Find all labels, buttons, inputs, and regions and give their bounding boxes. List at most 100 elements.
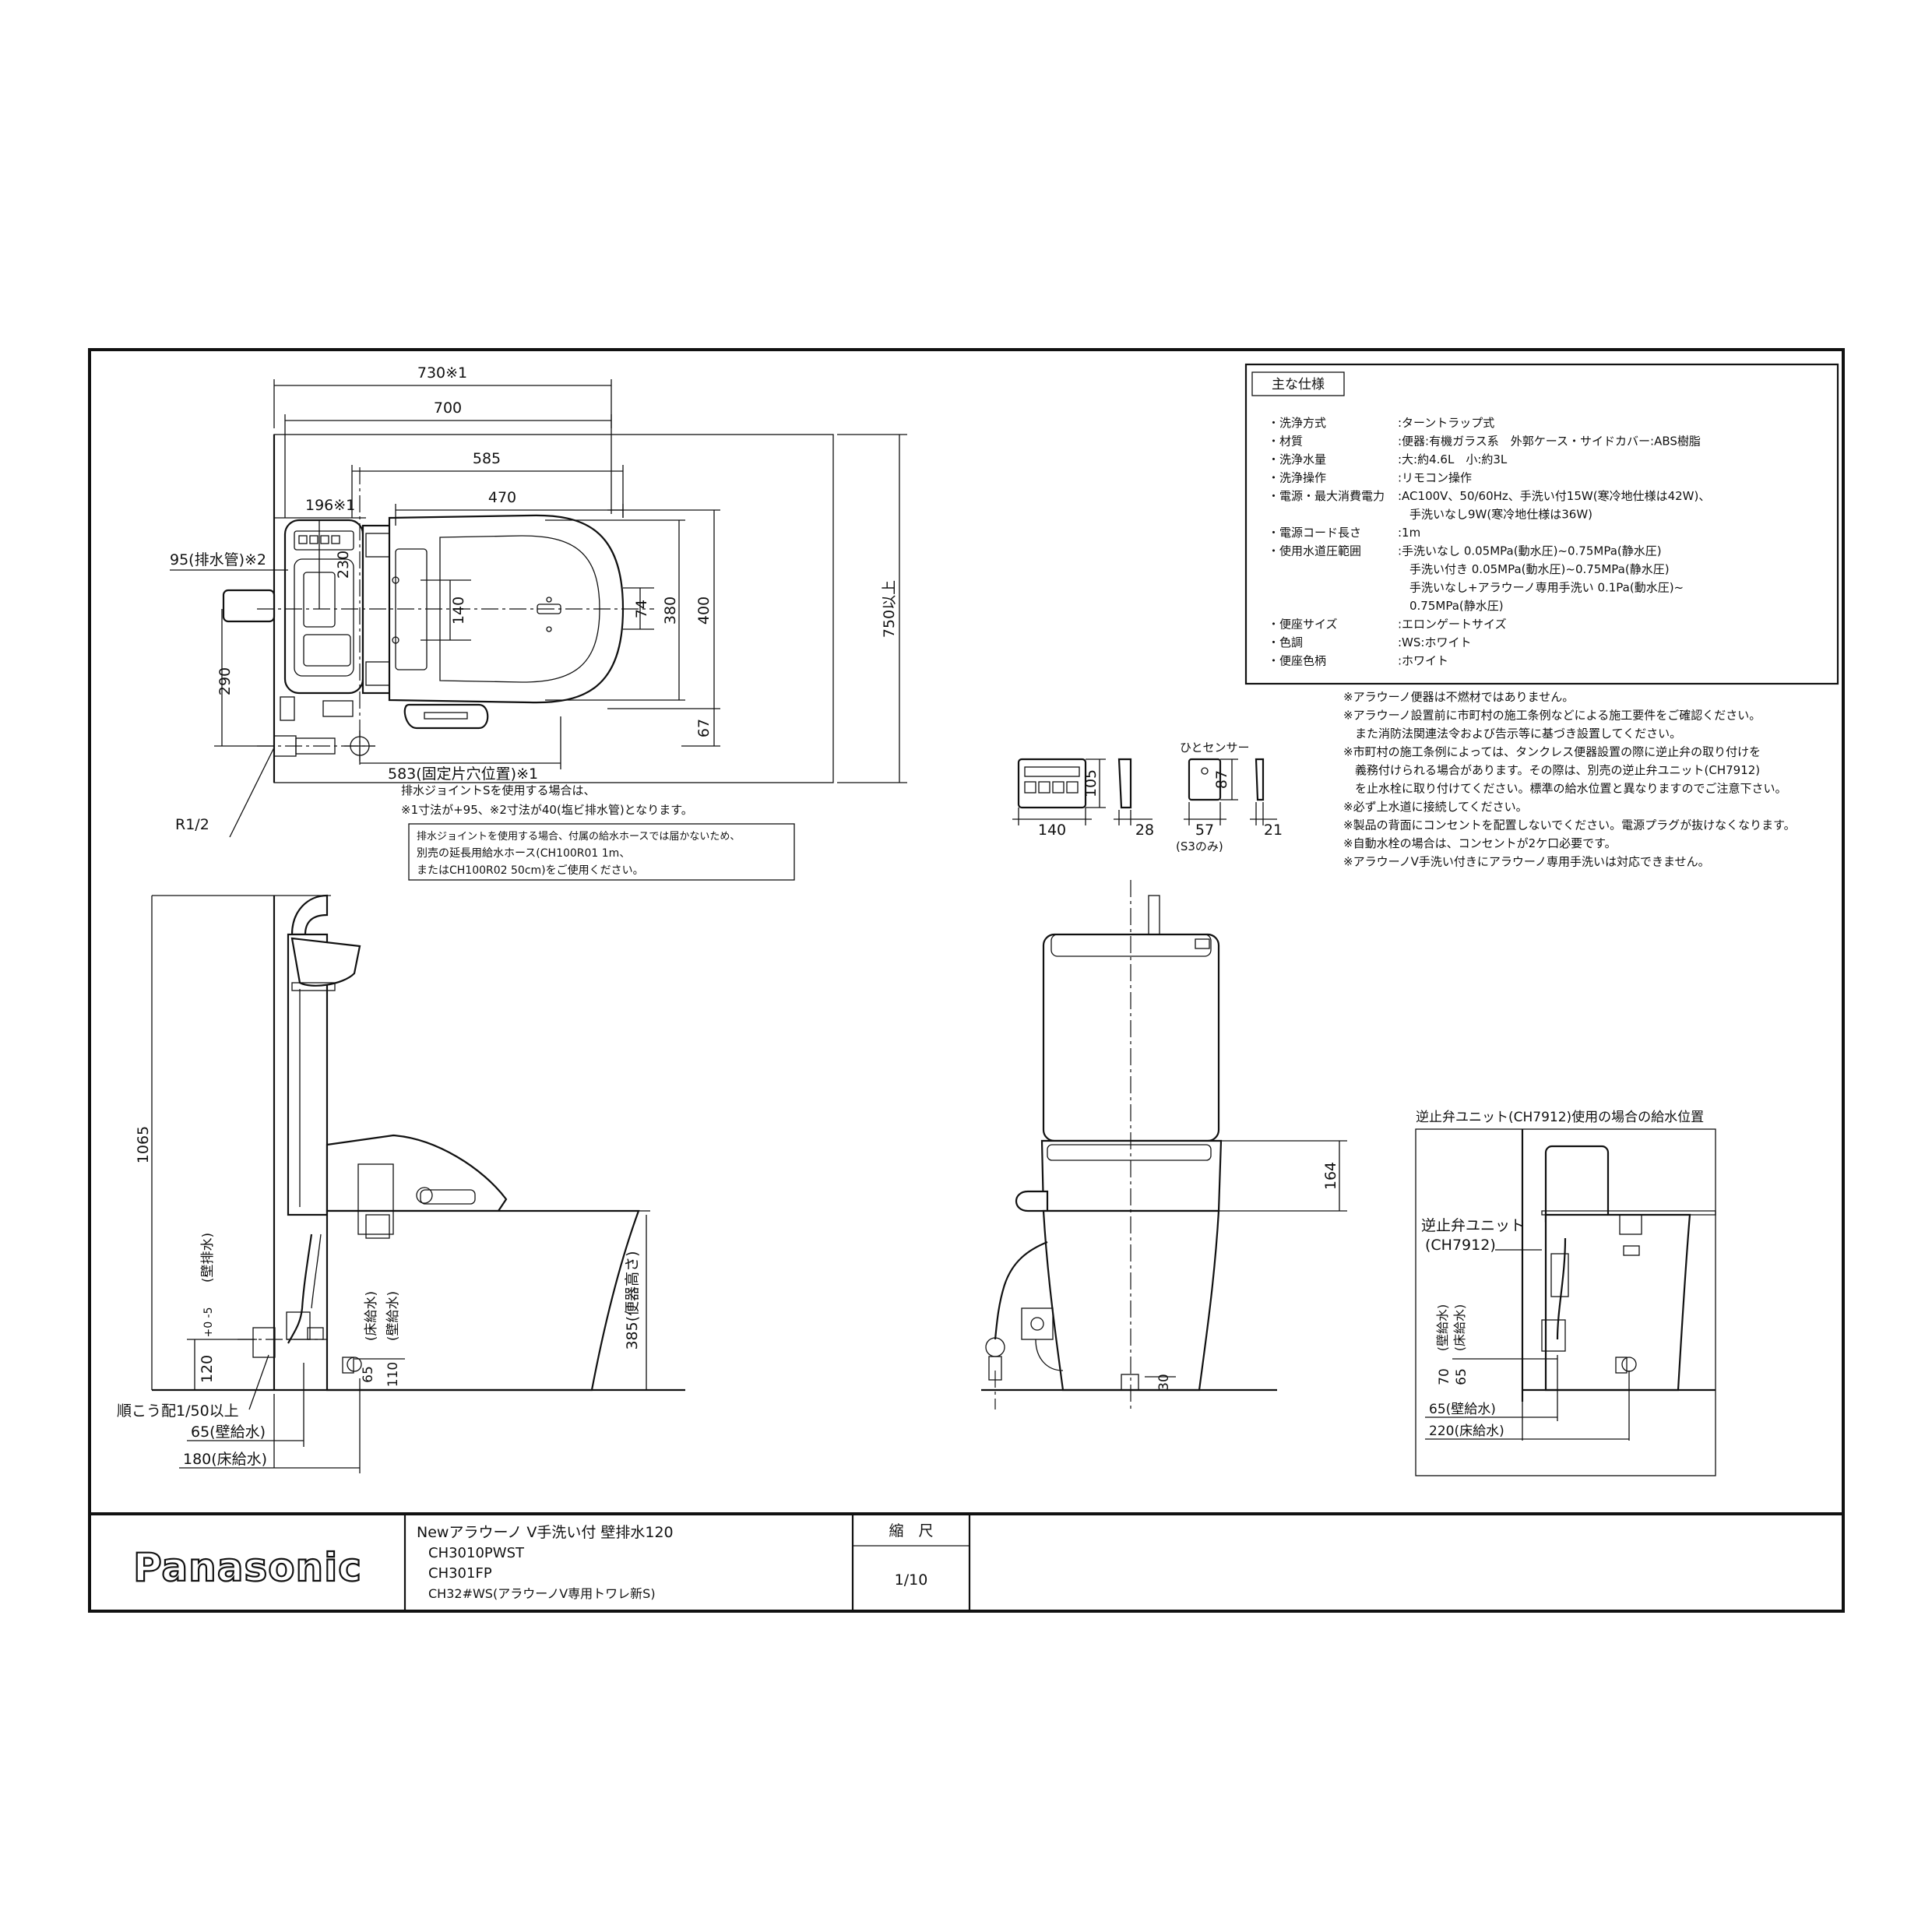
- side-floor-supply-label: (床給水): [364, 1291, 379, 1341]
- title-line-3: CH301FP: [428, 1565, 492, 1582]
- title-line-2: CH3010PWST: [428, 1545, 525, 1561]
- cv-check-valve-unit: [1550, 1253, 1569, 1297]
- dim-30: 30: [1156, 1374, 1172, 1391]
- remote-side: [1117, 758, 1132, 809]
- remote-detail: 105 140 28: [1012, 758, 1154, 839]
- remote-front: [1017, 758, 1087, 809]
- side-supply-hose: [287, 1233, 313, 1344]
- dim-385: 385(便器高さ): [624, 1251, 641, 1350]
- remark-line: ※必ず上水道に接続してください。: [1343, 800, 1528, 814]
- remarks: ※アラウーノ便器は不燃材ではありません。※アラウーノ設置前に市町村の施工条例など…: [1343, 690, 1796, 869]
- cv-unit-code: (CH7912): [1425, 1237, 1496, 1254]
- spec-row-label: ・洗浄操作: [1268, 471, 1326, 485]
- remark-line: ※アラウーノV手洗い付きにアラウーノ専用手洗いは対応できません。: [1343, 855, 1710, 869]
- spec-row-value: :1m: [1398, 526, 1420, 540]
- spec-rows: ・洗浄方式:ターントラップ式・材質:便器:有機ガラス系 外郭ケース・サイドカバー…: [1268, 416, 1710, 668]
- spec-row-value: :大:約4.6L 小:約3L: [1398, 452, 1508, 466]
- dim-remote-140: 140: [1038, 822, 1066, 839]
- dim-74: 74: [633, 600, 650, 618]
- title-line-1: Newアラウーノ V手洗い付 壁排水120: [417, 1524, 674, 1541]
- plan-box-note-2: 別売の延長用給水ホース(CH100R01 1m、: [417, 847, 630, 860]
- spec-row-value: 0.75MPa(静水圧): [1398, 599, 1504, 613]
- dim-730: 730※1: [417, 364, 467, 382]
- cv-floor-supply-label: (床給水): [1452, 1304, 1467, 1352]
- spec-row-label: ・材質: [1268, 435, 1303, 449]
- check-valve-detail: 逆止弁ユニット(CH7912)使用の場合の給水位置 逆止弁ユニット (CH791…: [1415, 1109, 1716, 1476]
- dim-585: 585: [473, 450, 501, 467]
- front-seat: [1040, 1139, 1223, 1212]
- plan-box-note-3: またはCH100R02 50cm)をご使用ください。: [417, 864, 644, 877]
- spec-title: 主な仕様: [1272, 377, 1325, 392]
- dim-290: 290: [216, 667, 234, 695]
- side-bowl: [326, 1209, 640, 1392]
- plan-box-note-1: 排水ジョイントを使用する場合、付属の給水ホースでは届かないため、: [417, 830, 740, 843]
- dim-1065: 1065: [135, 1126, 152, 1163]
- plan-drain-pipe: [222, 589, 276, 623]
- spec-row-label: ・便座サイズ: [1268, 618, 1338, 632]
- remark-line: 義務付けられる場合があります。その際は、別売の逆止弁ユニット(CH7912): [1343, 763, 1760, 777]
- cv-hose: [1556, 1237, 1567, 1340]
- remark-line: ※自動水栓の場合は、コンセントが2ケ口必要です。: [1343, 836, 1617, 850]
- spec-table: 主な仕様 ・洗浄方式:ターントラップ式・材質:便器:有機ガラス系 外郭ケース・サ…: [1244, 363, 1839, 685]
- dim-67: 67: [695, 719, 713, 737]
- side-seat-lid: [326, 1134, 508, 1212]
- panasonic-logo: Panasonic: [133, 1545, 362, 1590]
- spec-row-label: ・便座色柄: [1268, 654, 1326, 668]
- spec-row-value: :エロンゲートサイズ: [1398, 618, 1507, 632]
- dim-remote-28: 28: [1135, 822, 1154, 839]
- spec-row-label: ・色調: [1268, 635, 1303, 649]
- remark-line: また消防法関連法令および告示等に基づき設置してください。: [1343, 727, 1681, 741]
- spec-row-value: :ターントラップ式: [1398, 416, 1494, 430]
- side-hand-basin: [290, 937, 361, 987]
- dim-400: 400: [695, 596, 713, 625]
- sheet-frame: [88, 348, 1845, 1613]
- dim-tol-5: +0 -5: [202, 1307, 215, 1337]
- remark-line: を止水栓に取り付けてください。標準の給水位置と異なりますのでご注意下さい。: [1343, 782, 1787, 796]
- spec-row-value: 手洗い付き 0.05MPa(動水圧)~0.75MPa(静水圧): [1398, 562, 1670, 576]
- dim-230: 230: [335, 551, 352, 579]
- scale-value: 1/10: [895, 1571, 928, 1589]
- sensor-s3-note: (S3のみ): [1176, 839, 1223, 853]
- spec-row-label: ・電源コード長さ: [1268, 526, 1361, 540]
- spec-row-label: ・洗浄水量: [1268, 452, 1326, 466]
- dim-cv-220: 220(床給水): [1429, 1423, 1504, 1439]
- check-valve-frame: [1415, 1128, 1716, 1476]
- dim-140: 140: [450, 596, 467, 625]
- check-valve-title: 逆止弁ユニット(CH7912)使用の場合の給水位置: [1416, 1109, 1704, 1125]
- cv-bowl: [1544, 1213, 1691, 1392]
- dim-side-65v: 65: [361, 1366, 376, 1383]
- spec-row-value: :便器:有機ガラス系 外郭ケース・サイドカバー:ABS樹脂: [1398, 435, 1701, 449]
- title-block: Panasonic Newアラウーノ V手洗い付 壁排水120 CH3010PW…: [132, 1514, 971, 1611]
- spec-row-label: ・使用水道圧範囲: [1268, 544, 1361, 558]
- scale-label: 縮 尺: [889, 1522, 933, 1540]
- sensor-front: [1188, 758, 1222, 801]
- dim-110: 110: [385, 1362, 401, 1387]
- dim-sensor-57: 57: [1195, 822, 1214, 839]
- remark-line: ※アラウーノ便器は不燃材ではありません。: [1343, 690, 1574, 704]
- dim-cv-70: 70: [1437, 1368, 1452, 1385]
- dim-cv-65v: 65: [1454, 1368, 1469, 1385]
- side-slope-note: 順こう配1/50以上: [117, 1402, 239, 1420]
- dim-164: 164: [1322, 1162, 1339, 1190]
- dim-side-180: 180(床給水): [183, 1451, 267, 1468]
- dim-700: 700: [434, 399, 462, 417]
- side-wall-supply-label: (壁給水): [385, 1291, 401, 1341]
- sensor-detail: ひとセンサー 87 57 21 (S3のみ): [1176, 741, 1283, 853]
- plan-note-1: 排水ジョイントSを使用する場合は、: [401, 783, 596, 797]
- dim-sensor-21: 21: [1264, 822, 1283, 839]
- front-remote-arm: [1015, 1190, 1049, 1212]
- front-view: 164 30: [981, 880, 1347, 1409]
- spec-row-value: :WS:ホワイト: [1398, 635, 1471, 649]
- spec-row-label: ・電源・最大消費電力: [1268, 489, 1385, 503]
- dim-196: 196※1: [305, 497, 355, 514]
- dim-583: 583(固定片穴位置)※1: [388, 765, 538, 783]
- spec-row-value: 手洗いなし+アラウーノ専用手洗い 0.1Pa(動水圧)~: [1398, 581, 1684, 595]
- spec-row-value: :リモコン操作: [1398, 471, 1472, 485]
- cv-wall-supply-label: (壁給水): [1435, 1304, 1450, 1352]
- sensor-side: [1255, 758, 1265, 801]
- plan-view: 730※1 700 585 470 196※1 95(排水管)※2 230 14…: [170, 364, 907, 881]
- spec-title-box: [1251, 371, 1345, 396]
- remark-line: ※市町村の施工条例によっては、タンクレス便器設置の際に逆止弁の取り付けを: [1343, 745, 1761, 759]
- dim-120: 120: [199, 1355, 216, 1383]
